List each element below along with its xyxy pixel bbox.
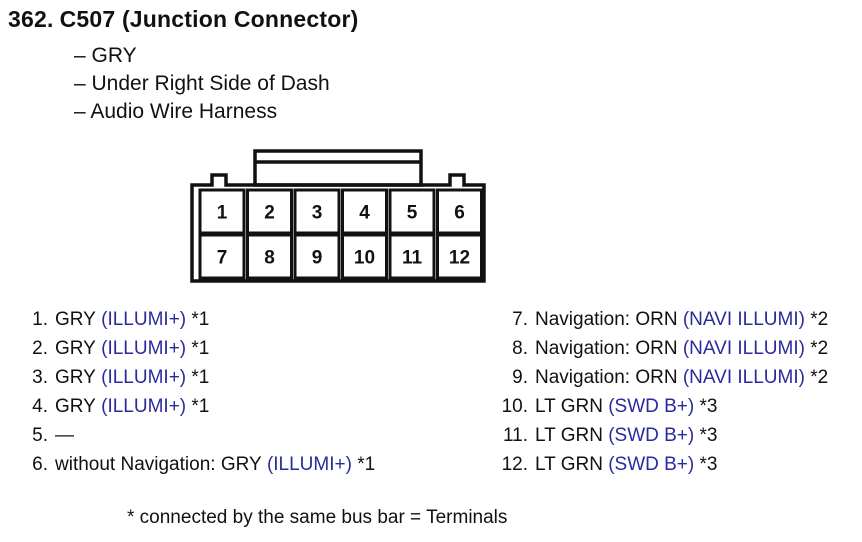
pin-wire: LT GRN [535,454,603,475]
pin-row: 6. without Navigation: GRY (ILLUMI+) *1 [16,450,375,479]
connector-description: – GRY – Under Right Side of Dash – Audio… [74,42,330,126]
pin-number: 6. [32,454,48,475]
pin-row: 9. Navigation: ORN (NAVI ILLUMI) *2 [493,363,828,392]
pin-signal: (SWD B+) [608,425,695,446]
pin-cell [198,233,246,280]
pin-signal: (ILLUMI+) [101,309,187,330]
pin-signal: (NAVI ILLUMI) [682,309,805,330]
pin-wire: LT GRN [535,425,603,446]
pin-cell [293,233,341,280]
pin-cell [293,188,341,235]
pin-cell [388,188,436,235]
pin-wire: GRY [55,396,96,417]
pin-note: *2 [810,367,829,388]
pin-note: *1 [191,396,210,417]
pin-note: *1 [357,454,376,475]
pin-cell [436,188,483,235]
pin-cell [341,233,388,280]
pin-cell-label: 9 [312,248,323,269]
pin-signal: (ILLUMI+) [101,367,187,388]
pin-row: 11. LT GRN (SWD B+) *3 [493,421,828,450]
pin-note: *2 [810,309,829,330]
pin-row: 10. LT GRN (SWD B+) *3 [493,392,828,421]
pin-note: *3 [699,396,718,417]
pin-note: *1 [191,367,210,388]
pin-number: 12. [501,454,528,475]
pin-signal: (ILLUMI+) [266,454,352,475]
pin-wire: Navigation: ORN [535,309,678,330]
pin-cell [246,188,293,235]
pin-wire: without Navigation: GRY [55,454,262,475]
pin-cell-label: 6 [454,203,465,224]
pin-number: 2. [32,338,48,359]
pin-signal: (NAVI ILLUMI) [682,367,805,388]
pin-number: 5. [32,425,48,446]
pin-wire: Navigation: ORN [535,338,678,359]
pin-row: 7. Navigation: ORN (NAVI ILLUMI) *2 [493,305,828,334]
pin-row: 12. LT GRN (SWD B+) *3 [493,450,828,479]
pin-signal: (ILLUMI+) [101,396,187,417]
description-color: – GRY [74,44,137,67]
pin-wire: GRY [55,338,96,359]
pin-number: 3. [32,367,48,388]
pin-signal: (SWD B+) [608,454,695,475]
pin-cell [436,233,483,280]
pin-wire: GRY [55,309,96,330]
pin-note: *3 [699,425,718,446]
pin-cell-label: 12 [449,248,470,269]
pin-list-left: 1. GRY (ILLUMI+) *1 2. GRY (ILLUMI+) *1 3.… [16,305,375,479]
pin-row: 2. GRY (ILLUMI+) *1 [16,334,375,363]
pin-row: 1. GRY (ILLUMI+) *1 [16,305,375,334]
pin-number: 10. [501,396,528,417]
pin-signal: (ILLUMI+) [101,338,187,359]
page-title: 362.C507 (Junction Connector) [8,6,359,33]
pin-wire: Navigation: ORN [535,367,678,388]
pin-wire: GRY [55,367,96,388]
pin-wire: LT GRN [535,396,603,417]
title-name: C507 (Junction Connector) [59,6,359,32]
connector-latch [253,149,423,187]
connector-outline [190,173,486,283]
pin-number: 4. [32,396,48,417]
pin-row: 8. Navigation: ORN (NAVI ILLUMI) *2 [493,334,828,363]
footnote: * connected by the same bus bar = Termin… [127,507,508,528]
pin-cell-label: 4 [359,203,370,224]
pin-number: 7. [512,309,528,330]
pin-number: 11. [502,425,528,446]
pin-list-right: 7. Navigation: ORN (NAVI ILLUMI) *2 8. Nav… [493,305,829,479]
pin-cell-label: 10 [354,248,375,269]
pin-cell [388,233,436,280]
pin-cell-label: 5 [407,203,418,224]
description-location: – Under Right Side of Dash [74,72,330,95]
pin-note: *1 [191,309,210,330]
pin-row: 3. GRY (ILLUMI+) *1 [16,363,375,392]
pin-number: 9. [512,367,528,388]
description-harness: – Audio Wire Harness [74,100,278,123]
title-number: 362. [8,6,54,32]
pin-wire: — [55,425,74,446]
pin-signal: (NAVI ILLUMI) [682,338,805,359]
pin-cell-label: 2 [264,203,275,224]
pin-number: 8. [512,338,528,359]
pin-row: 4. GRY (ILLUMI+) *1 [16,392,375,421]
pin-cell [341,188,388,235]
pin-cell-label: 8 [264,248,275,269]
pin-cell-label: 7 [217,248,228,269]
pin-row: 5. — [16,421,375,450]
pin-note: *3 [699,454,718,475]
pin-note: *2 [810,338,829,359]
pin-number: 1. [32,309,48,330]
pin-cell-label: 3 [312,203,323,224]
pin-signal: (SWD B+) [608,396,695,417]
pin-cell-label: 1 [217,203,228,224]
pin-note: *1 [191,338,210,359]
pin-cell [246,233,293,280]
pin-cell-label: 11 [402,248,423,269]
pin-cell [198,188,246,235]
